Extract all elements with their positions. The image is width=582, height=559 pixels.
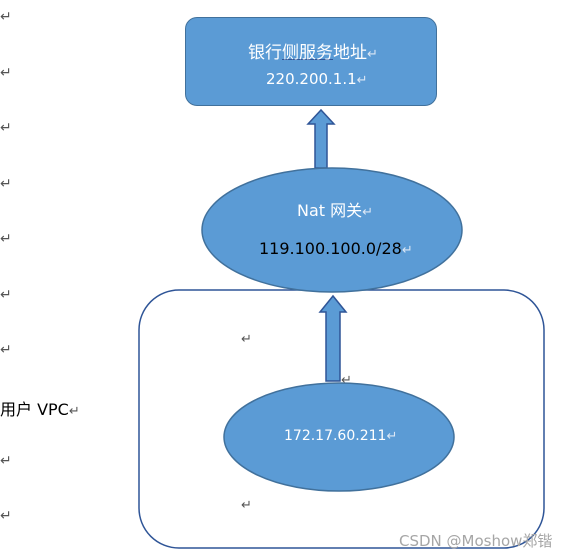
paragraph-mark: ↵: [386, 429, 398, 444]
paragraph-mark: ↵: [0, 231, 12, 247]
paragraph-mark: ↵: [0, 65, 12, 81]
paragraph-mark: ↵: [356, 73, 368, 88]
paragraph-mark: ↵: [362, 205, 374, 220]
nat-title-text: Nat 网关: [297, 201, 363, 220]
bank-service-ip: 220.200.1.1↵: [266, 70, 368, 88]
paragraph-mark: ↵: [0, 453, 12, 469]
nat-gateway-ip: 119.100.100.0/28↵: [259, 239, 413, 258]
paragraph-mark: ↵: [401, 243, 413, 258]
paragraph-mark: ↵: [367, 47, 378, 62]
arrow-nat-to-bank: [306, 108, 336, 169]
nat-ip-text: 119.100.100.0/28: [259, 239, 402, 258]
paragraph-mark: ↵: [241, 332, 252, 347]
host-ip-text: 172.17.60.211: [284, 428, 387, 444]
bank-title-part1: 银行: [248, 43, 282, 63]
paragraph-mark: ↵: [0, 342, 12, 358]
bank-title-part2: 侧服务: [282, 43, 333, 63]
bank-service-title: 银行侧服务地址↵: [248, 38, 378, 63]
user-vpc-label: 用户 VPC↵: [0, 396, 80, 420]
paragraph-mark: ↵: [0, 120, 12, 136]
paragraph-mark: ↵: [0, 9, 12, 25]
arrow-host-to-nat: [318, 294, 348, 382]
bank-ip-text: 220.200.1.1: [266, 70, 357, 88]
paragraph-mark: ↵: [0, 176, 12, 192]
paragraph-mark: ↵: [0, 508, 12, 524]
paragraph-mark: ↵: [68, 404, 80, 419]
nat-gateway-ellipse: [201, 167, 463, 293]
nat-gateway-title: Nat 网关↵: [297, 197, 373, 221]
paragraph-mark: ↵: [241, 498, 252, 513]
bank-service-box: 银行侧服务地址↵ 220.200.1.1↵: [185, 17, 437, 106]
user-vpc-label-text: 用户 VPC: [0, 400, 69, 419]
host-ip: 172.17.60.211↵: [284, 428, 397, 444]
paragraph-mark: ↵: [0, 287, 12, 303]
host-ellipse: [223, 382, 455, 492]
watermark: CSDN @Moshow郑锴: [399, 532, 553, 550]
bank-title-part3: 地址: [333, 43, 367, 63]
paragraph-mark: ↵: [341, 373, 352, 388]
